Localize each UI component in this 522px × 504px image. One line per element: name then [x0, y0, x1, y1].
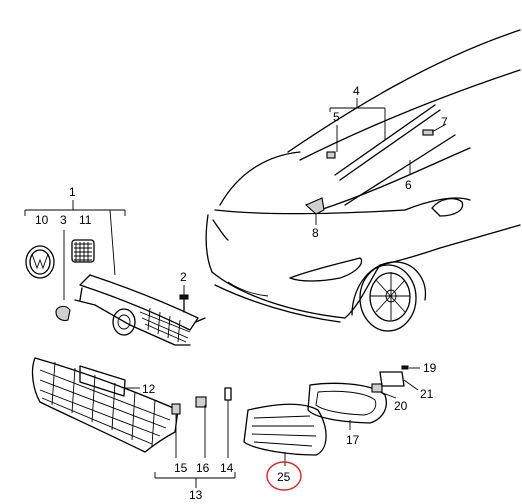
callout-7: 7 [441, 115, 448, 129]
part-8-bracket [304, 197, 325, 225]
callout-2: 2 [180, 270, 187, 284]
part-15-clip [171, 403, 181, 415]
callout-21: 21 [420, 387, 434, 401]
part-2-screw [179, 285, 189, 313]
callout-20: 20 [394, 399, 408, 413]
callout-4: 4 [353, 84, 360, 98]
part-14-pin [224, 387, 232, 458]
part-17-frame [307, 382, 387, 430]
part-3-clip [55, 305, 71, 322]
mesh-badge [71, 239, 95, 263]
callout-3: 3 [60, 213, 67, 227]
callout-1: 1 [69, 185, 76, 199]
callout-13: 13 [189, 488, 203, 502]
vw-emblem [25, 245, 55, 279]
callout-17: 17 [346, 433, 360, 447]
lower-grille [31, 357, 179, 453]
callout-25: 25 [277, 470, 291, 484]
fog-lamp-grille [243, 403, 327, 466]
car-body-outline [205, 29, 521, 332]
callout-8: 8 [312, 226, 319, 240]
callout-19: 19 [423, 361, 437, 375]
callout-16: 16 [196, 461, 210, 475]
callout-14: 14 [220, 461, 234, 475]
callout-5: 5 [333, 110, 340, 124]
license-plate-mount [79, 365, 140, 397]
part-19-screw [401, 365, 420, 370]
part-7-screw [422, 123, 447, 136]
part-21-bracket [379, 371, 419, 391]
part-20-bracket [371, 383, 397, 399]
callout-12: 12 [142, 382, 156, 396]
upper-grille-assembly [74, 274, 206, 346]
callout-6: 6 [405, 178, 412, 192]
part-16-bracket [195, 396, 207, 458]
callout-15: 15 [174, 461, 188, 475]
callout-11: 11 [79, 213, 92, 227]
highlight-circle-25 [266, 461, 302, 491]
callout-10: 10 [35, 213, 49, 227]
part-5-clip [326, 125, 338, 159]
